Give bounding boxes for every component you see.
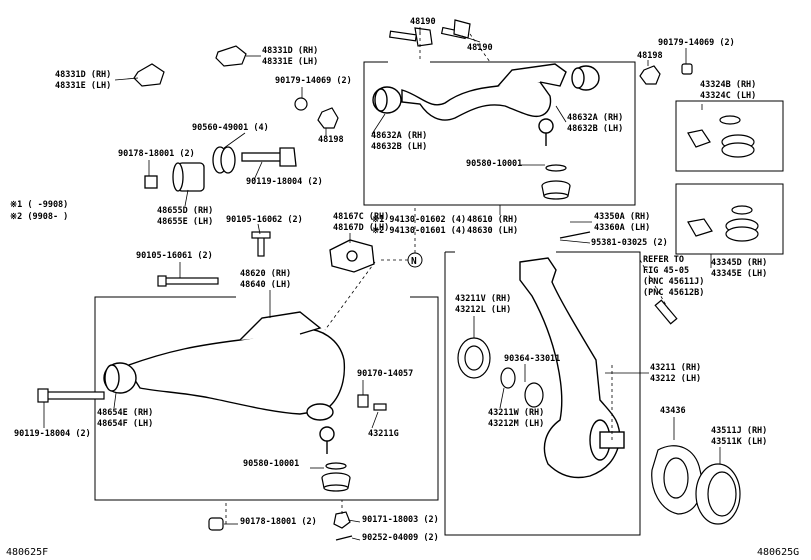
callout-p90105a: 90105-16062 (2) bbox=[226, 215, 303, 225]
lower-nuts bbox=[208, 394, 387, 541]
marker-n-label: N bbox=[411, 256, 417, 267]
callout-p90119b: 90119-18004 (2) bbox=[14, 429, 91, 439]
callout-p43345e: 43345E (LH) bbox=[711, 269, 767, 279]
callout-p90178b: 90178-18001 (2) bbox=[240, 517, 317, 527]
callout-p48655e: 48655E (LH) bbox=[157, 217, 213, 227]
callout-p90119a: 90119-18004 (2) bbox=[246, 177, 323, 187]
callout-p43360a: 43360A (LH) bbox=[594, 223, 650, 233]
refer-note: REFER TO FIG 45-05 (PNC 45611J) (PNC 456… bbox=[643, 255, 704, 298]
callout-p95381: 95381-03025 (2) bbox=[591, 238, 668, 248]
callout-p90179a: 90179-14069 (2) bbox=[658, 38, 735, 48]
callout-p90178a: 90178-18001 (2) bbox=[118, 149, 195, 159]
cam-bolts-top bbox=[389, 19, 471, 47]
bushing-48655 bbox=[144, 146, 297, 192]
kit-box-43345 bbox=[675, 183, 784, 255]
callout-p48640: 48640 (LH) bbox=[240, 280, 291, 290]
callout-p90179b: 90179-14069 (2) bbox=[275, 76, 352, 86]
group-box-upper-arm bbox=[363, 61, 636, 206]
callout-p48198a: 48198 bbox=[637, 51, 663, 61]
ball-joint-boot-lower bbox=[321, 462, 351, 492]
kit-box-43324 bbox=[675, 100, 784, 172]
callout-p43350a: 43350A (RH) bbox=[594, 212, 650, 222]
callout-p43324c: 43324C (LH) bbox=[700, 91, 756, 101]
callout-p48167d: 48167D (LH) bbox=[333, 223, 389, 233]
callout-p90364: 90364-33011 bbox=[504, 354, 560, 364]
callout-p43436: 43436 bbox=[660, 406, 686, 416]
lower-control-arm bbox=[103, 311, 346, 454]
callout-p90171: 90171-18003 (2) bbox=[362, 515, 439, 525]
callout-p43212l: 43212L (LH) bbox=[455, 305, 511, 315]
refer-line-4: (PNC 45612B) bbox=[643, 288, 704, 298]
callout-p48190b: 48190 bbox=[467, 43, 493, 53]
refer-line-1: REFER TO bbox=[643, 255, 684, 265]
callout-p48331d_r2: 48331D (RH) bbox=[55, 70, 111, 80]
callout-p43211r: 43211 (RH) bbox=[650, 363, 701, 373]
callout-p48654e: 48654E (RH) bbox=[97, 408, 153, 418]
callout-p90170: 90170-14057 bbox=[357, 369, 413, 379]
callout-p48167c: 48167C (RH) bbox=[333, 212, 389, 222]
callout-p48632a_r2: 48632A (RH) bbox=[371, 131, 427, 141]
callout-p90252: 90252-04009 (2) bbox=[362, 533, 439, 543]
steering-knuckle bbox=[519, 257, 625, 479]
callout-p90560: 90560-49001 (4) bbox=[192, 123, 269, 133]
callout-p43211g: 43211G bbox=[368, 429, 399, 439]
kit-shims-43345 bbox=[687, 205, 759, 242]
callout-p43345d: 43345D (RH) bbox=[711, 258, 767, 268]
callout-p48610: 48610 (RH) bbox=[467, 215, 518, 225]
callout-p_sym1: ※1 ( -9908) bbox=[10, 200, 68, 210]
callout-p48198b: 48198 bbox=[318, 135, 344, 145]
dust-cover-and-hub-seal bbox=[651, 445, 741, 525]
knuckle-seals bbox=[457, 337, 544, 408]
figure-id-left: 480625F bbox=[6, 547, 48, 558]
group-box-knuckle bbox=[444, 251, 641, 536]
callout-p48620: 48620 (RH) bbox=[240, 269, 291, 279]
figure-id-right: 480625G bbox=[757, 547, 799, 558]
callout-p_sym2: ※2 (9908- ) bbox=[10, 212, 68, 222]
refer-line-2: FIG 45-05 bbox=[643, 266, 689, 276]
ball-joint-boot-upper bbox=[541, 164, 571, 200]
nuts-and-washers-top bbox=[133, 45, 693, 129]
dashed-link-lines bbox=[225, 32, 671, 524]
bolt-refer bbox=[654, 299, 678, 325]
callout-p43511k: 43511K (LH) bbox=[711, 437, 767, 447]
callout-p48655d: 48655D (RH) bbox=[157, 206, 213, 216]
callout-p48331e_l: 48331E (LH) bbox=[262, 57, 318, 67]
callout-p94130b: ※2 94130-01601 (4) bbox=[372, 226, 466, 236]
callout-p90105b: 90105-16061 (2) bbox=[136, 251, 213, 261]
callout-p48654f: 48654F (LH) bbox=[97, 419, 153, 429]
cotter-pin bbox=[559, 231, 591, 239]
bracket-48167 bbox=[329, 239, 375, 273]
refer-line-3: (PNC 45611J) bbox=[643, 277, 704, 287]
kit-shims-43324 bbox=[687, 115, 755, 158]
callout-p48331d_r: 48331D (RH) bbox=[262, 46, 318, 56]
callout-p90580a: 90580-10001 bbox=[466, 159, 522, 169]
bolts-left bbox=[37, 231, 271, 403]
callout-p43212m: 43212M (LH) bbox=[488, 419, 544, 429]
callout-p48632b_l2: 48632B (LH) bbox=[371, 142, 427, 152]
callout-p43211w: 43211W (RH) bbox=[488, 408, 544, 418]
callout-labels: 48190 48190 90179-14069 (2) 48198 48331D (RH… bbox=[10, 17, 767, 543]
callout-p94130a: ※1 94130-01602 (4) bbox=[372, 215, 466, 225]
callout-p43212l2: 43212 (LH) bbox=[650, 374, 701, 384]
callout-p43511j: 43511J (RH) bbox=[711, 426, 767, 436]
callout-p48190a: 48190 bbox=[410, 17, 436, 27]
callout-p90580b: 90580-10001 bbox=[243, 459, 299, 469]
upper-control-arm bbox=[372, 63, 600, 146]
callout-p48331e_l2: 48331E (LH) bbox=[55, 81, 111, 91]
callout-p48632a_r: 48632A (RH) bbox=[567, 113, 623, 123]
callout-p48630: 48630 (LH) bbox=[467, 226, 518, 236]
callout-p48632b_l: 48632B (LH) bbox=[567, 124, 623, 134]
group-box-lower-arm bbox=[94, 296, 439, 501]
callout-p43211v: 43211V (RH) bbox=[455, 294, 511, 304]
callout-p43324b: 43324B (RH) bbox=[700, 80, 756, 90]
